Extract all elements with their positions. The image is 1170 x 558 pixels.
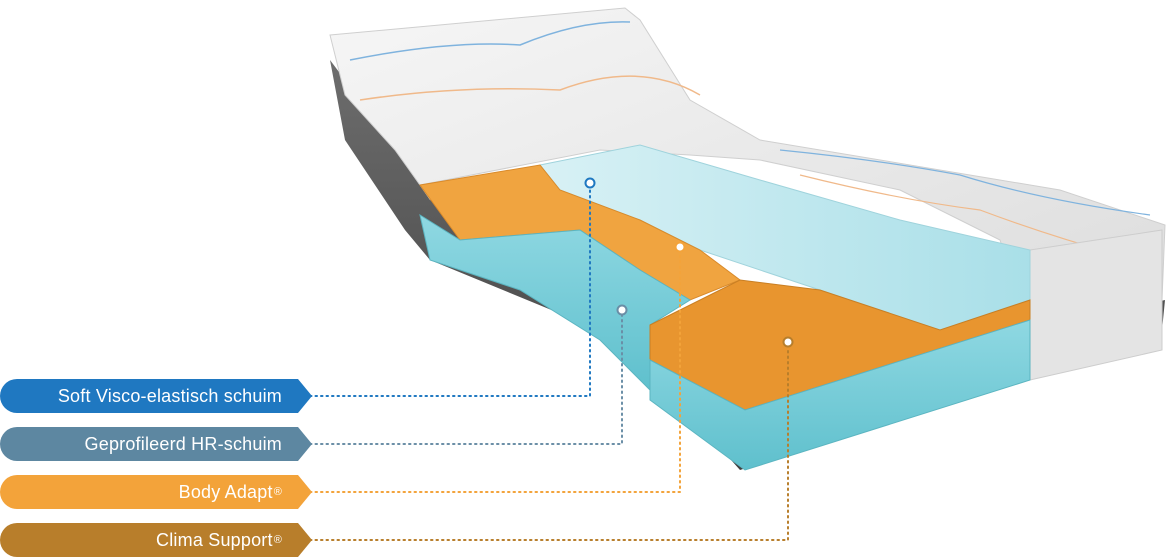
pointer-dot-body-adapt — [674, 241, 686, 253]
label-geprofileerd-hr-text: Geprofileerd HR-schuim — [84, 433, 282, 454]
leader-line-hr — [309, 314, 623, 445]
leader-line-visco — [309, 187, 591, 397]
mattress-cover-side — [1029, 229, 1163, 381]
hr-foam-base-slab — [649, 319, 1031, 471]
pointer-dot-hr — [616, 304, 628, 316]
pointer-dot-visco — [584, 177, 596, 189]
label-geprofileerd-hr: Geprofileerd HR-schuim — [0, 427, 312, 461]
label-soft-visco: Soft Visco-elastisch schuim — [0, 379, 312, 413]
registered-mark: ® — [273, 486, 282, 498]
leader-line-body-adapt — [309, 251, 681, 493]
label-clima-support-text: Clima Support — [156, 529, 273, 550]
label-body-adapt-text: Body Adapt — [178, 481, 273, 502]
leader-line-clima — [309, 346, 789, 541]
label-body-adapt: Body Adapt® — [0, 475, 312, 509]
registered-mark: ® — [273, 534, 282, 546]
pointer-dot-clima — [782, 336, 794, 348]
label-soft-visco-text: Soft Visco-elastisch schuim — [57, 385, 282, 406]
label-clima-support: Clima Support® — [0, 523, 312, 557]
